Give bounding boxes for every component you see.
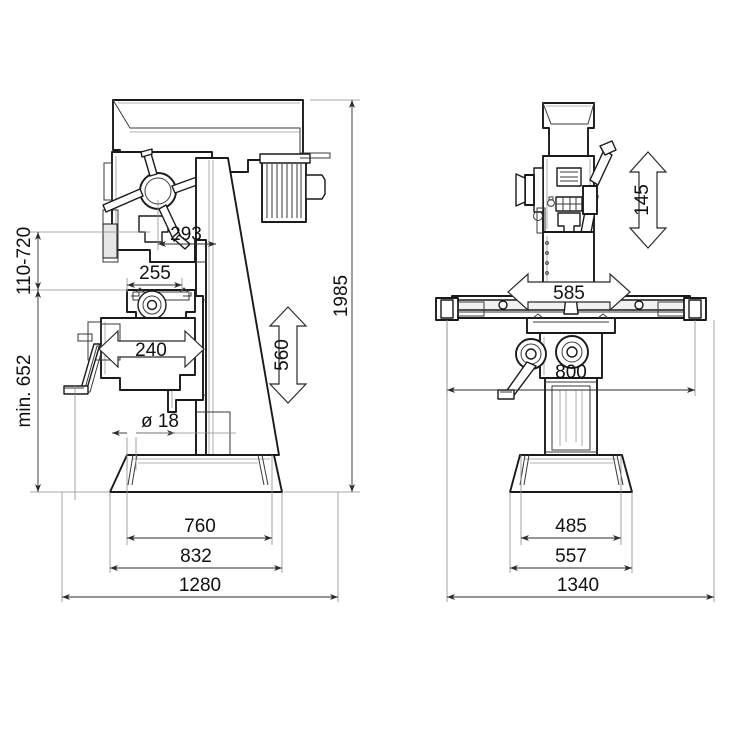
dim-front-base-mid-width: 557 <box>555 546 587 567</box>
dim-table-travel-x: 240 <box>135 340 167 361</box>
dim-spindle-height-range: 110-720 <box>14 227 35 295</box>
front-view-machine <box>435 102 707 493</box>
dim-table-length: 800 <box>555 362 587 383</box>
dim-base-top-width: 760 <box>184 516 216 537</box>
dim-min-height: min. 652 <box>14 355 35 428</box>
dim-head-travel: 293 <box>170 224 202 245</box>
dim-front-base-bottom-width: 1340 <box>557 575 599 596</box>
dim-front-base-top-width: 485 <box>555 516 587 537</box>
dim-knee-travel: 560 <box>272 339 293 371</box>
dim-table-to-spindle: 255 <box>139 263 171 284</box>
front-view-dimensions: 145 585 800 485 557 1340 <box>446 151 715 602</box>
side-view-dimensions: 1985 110-720 min. 652 293 255 240 560 <box>14 99 360 602</box>
side-view-machine <box>63 99 331 493</box>
dim-bolt-hole-diameter: ø 18 <box>141 411 179 432</box>
dim-base-mid-width: 832 <box>180 546 212 567</box>
dim-base-bottom-width: 1280 <box>179 575 221 596</box>
dim-quill-travel: 145 <box>632 184 653 216</box>
dim-overall-height: 1985 <box>331 275 352 317</box>
dim-head-width: 585 <box>553 283 585 304</box>
